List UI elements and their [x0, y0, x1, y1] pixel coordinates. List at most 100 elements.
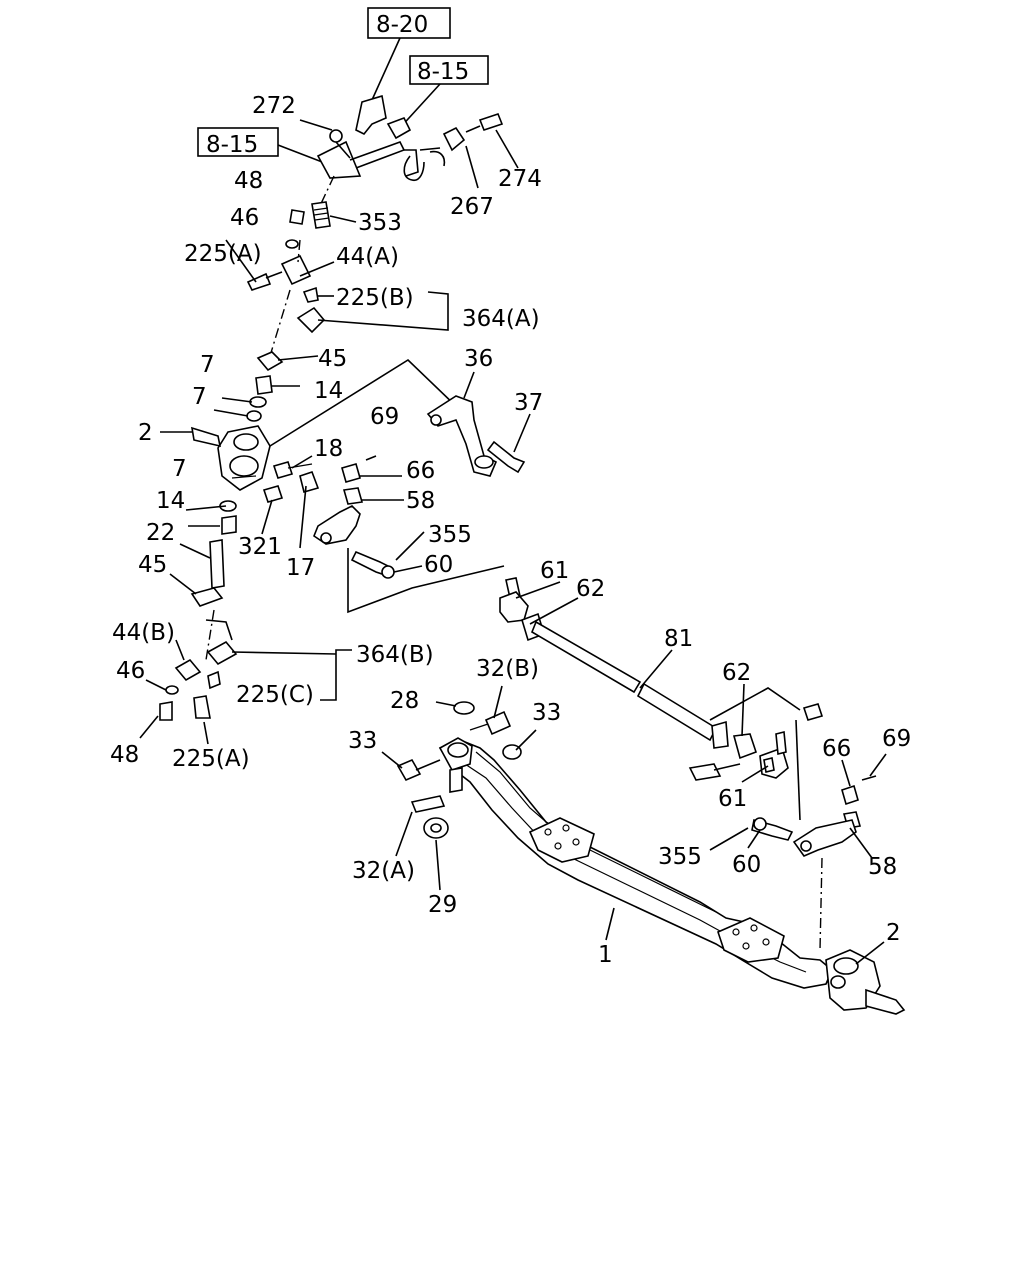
label-32b[interactable]: 32(B) [476, 656, 539, 682]
label-48-lower[interactable]: 48 [110, 742, 139, 768]
label-355-left[interactable]: 355 [428, 522, 472, 548]
reference-box-8-15-lower[interactable]: 8-15 [197, 127, 279, 158]
part-labels: 272 48 46 225(A) 353 267 274 44(A) 225(B… [110, 93, 911, 968]
label-225a-lower[interactable]: 225(A) [172, 746, 250, 772]
label-58-right[interactable]: 58 [868, 854, 897, 880]
label-62-left[interactable]: 62 [576, 576, 605, 602]
label-225b[interactable]: 225(B) [336, 285, 414, 311]
leader-28 [435, 701, 457, 707]
label-225c[interactable]: 225(C) [236, 682, 314, 708]
label-7-first[interactable]: 7 [200, 352, 215, 378]
leader-225a-upper [225, 239, 257, 283]
leader-7a [221, 397, 253, 403]
label-46-lower[interactable]: 46 [116, 658, 145, 684]
label-60-left[interactable]: 60 [424, 552, 453, 578]
label-28[interactable]: 28 [390, 688, 419, 714]
leader-36 [463, 371, 475, 399]
bracket-left-tierod [347, 548, 505, 614]
left-steering-knuckle [190, 425, 271, 491]
label-33-right[interactable]: 33 [532, 700, 561, 726]
steering-arm-36 [426, 395, 526, 477]
leader-272 [299, 119, 333, 131]
right-steering-knuckle [825, 949, 906, 1015]
label-17[interactable]: 17 [286, 555, 315, 581]
label-225a-upper[interactable]: 225(A) [184, 241, 262, 267]
label-32a[interactable]: 32(A) [352, 858, 415, 884]
leader-274 [495, 129, 519, 169]
label-2-left[interactable]: 2 [138, 420, 153, 446]
label-274[interactable]: 274 [498, 166, 542, 192]
leader-61-right [741, 765, 769, 783]
label-62-right[interactable]: 62 [722, 660, 751, 686]
label-272[interactable]: 272 [252, 93, 296, 119]
leader-60-left [393, 565, 423, 573]
leader-355-right [709, 827, 749, 851]
label-45-lower[interactable]: 45 [138, 552, 167, 578]
svg-text:8-20: 8-20 [376, 12, 428, 38]
label-36[interactable]: 36 [464, 346, 493, 372]
kingpin-upper-stack [246, 175, 357, 422]
label-61-right[interactable]: 61 [718, 786, 747, 812]
leader-225a-lower [203, 721, 209, 745]
leader-44b [175, 639, 185, 661]
label-46-upper[interactable]: 46 [230, 205, 259, 231]
label-321[interactable]: 321 [238, 534, 282, 560]
label-66-right[interactable]: 66 [822, 736, 851, 762]
leader-364b-plate [231, 651, 337, 655]
leader-61-left [515, 581, 561, 599]
reference-box-8-15-upper[interactable]: 8-15 [409, 55, 489, 85]
leader-48b [139, 715, 159, 739]
label-22[interactable]: 22 [146, 520, 175, 546]
label-353[interactable]: 353 [358, 210, 402, 236]
label-58-left[interactable]: 58 [406, 488, 435, 514]
leader-36-link [269, 358, 461, 447]
leader-355-left [395, 531, 425, 561]
bracket-364b [320, 649, 352, 701]
label-1[interactable]: 1 [598, 942, 613, 968]
label-48-upper[interactable]: 48 [234, 168, 263, 194]
label-18[interactable]: 18 [314, 436, 343, 462]
label-29[interactable]: 29 [428, 892, 457, 918]
label-66-left[interactable]: 66 [406, 458, 435, 484]
reference-box-8-20[interactable]: 8-20 [367, 7, 451, 39]
label-61-left[interactable]: 61 [540, 558, 569, 584]
label-81[interactable]: 81 [664, 626, 693, 652]
kingpin-lower-stack [159, 500, 238, 721]
label-69-right[interactable]: 69 [882, 726, 911, 752]
label-60-right[interactable]: 60 [732, 852, 761, 878]
leader-33-right [515, 729, 537, 751]
label-45-upper[interactable]: 45 [318, 346, 347, 372]
axle-left-end-hardware [396, 701, 522, 839]
leader-32a [395, 811, 413, 857]
label-44b[interactable]: 44(B) [112, 620, 175, 646]
leader-7c [185, 505, 227, 511]
label-14-upper[interactable]: 14 [314, 378, 343, 404]
leader-22 [179, 543, 211, 559]
leader-7b [213, 409, 249, 417]
centerline-right [819, 857, 823, 951]
leader-62-left [529, 597, 579, 625]
svg-text:8-15: 8-15 [206, 132, 258, 158]
bracket-right-tierod [709, 687, 801, 721]
leader-60-right [747, 829, 761, 849]
label-7-third[interactable]: 7 [172, 456, 187, 482]
leader-45a [277, 355, 319, 361]
label-37[interactable]: 37 [514, 390, 543, 416]
leader-81 [639, 649, 673, 689]
leader-45b [169, 573, 197, 595]
label-2-right[interactable]: 2 [886, 920, 901, 946]
label-44a[interactable]: 44(A) [336, 244, 399, 270]
label-267[interactable]: 267 [450, 194, 494, 220]
svg-text:8-15: 8-15 [417, 59, 469, 85]
label-33-left[interactable]: 33 [348, 728, 377, 754]
label-364a[interactable]: 364(A) [462, 306, 540, 332]
leader-44a [299, 261, 335, 277]
label-69-left[interactable]: 69 [370, 404, 399, 430]
leader-18 [291, 455, 313, 469]
label-14-lower[interactable]: 14 [156, 488, 185, 514]
upper-bracket-assembly [277, 37, 504, 182]
label-7-second[interactable]: 7 [192, 384, 207, 410]
label-355-right[interactable]: 355 [658, 844, 702, 870]
label-364b[interactable]: 364(B) [356, 642, 434, 668]
leader-69-right [869, 753, 887, 777]
